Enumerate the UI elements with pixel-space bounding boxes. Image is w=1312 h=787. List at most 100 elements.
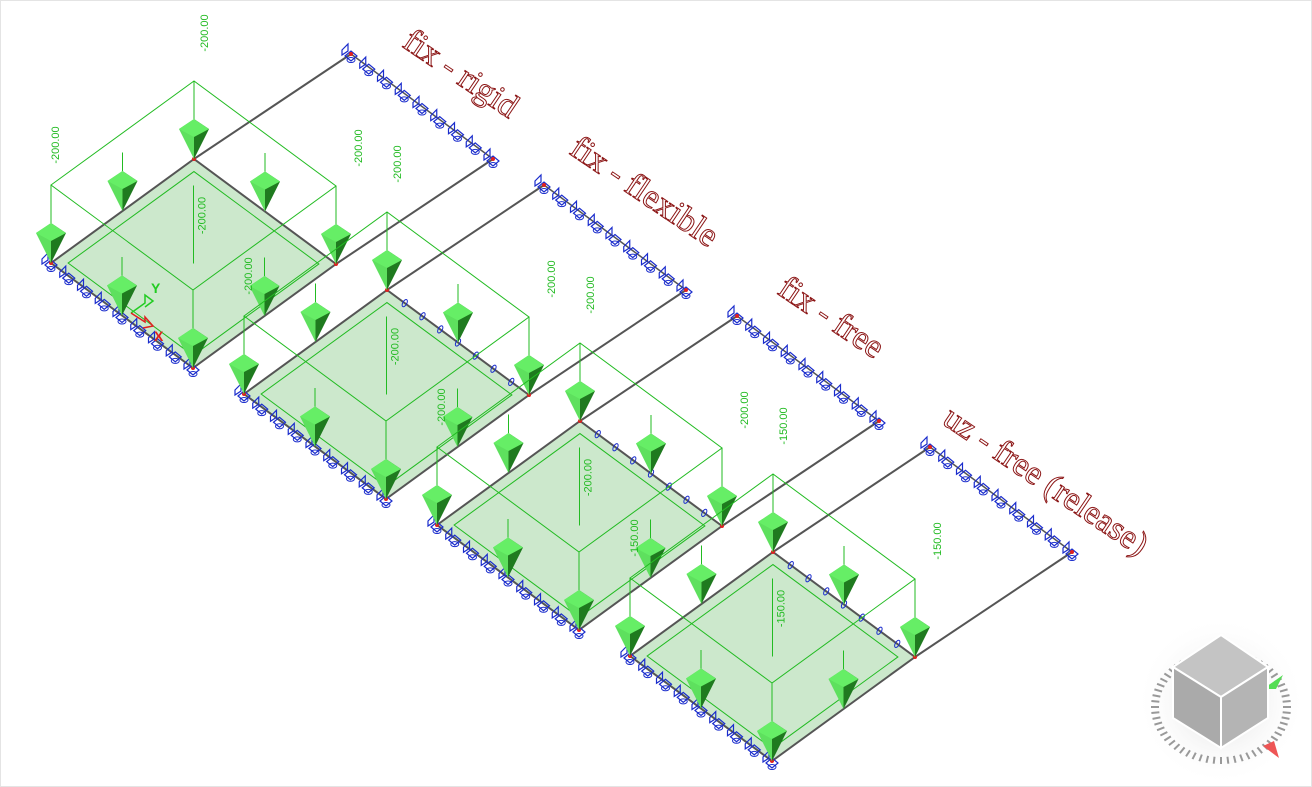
support-icon bbox=[749, 750, 759, 757]
support-icon bbox=[762, 330, 780, 351]
support-icon bbox=[82, 292, 91, 299]
load-value-label: -150.00 bbox=[629, 519, 641, 556]
member-line bbox=[721, 420, 880, 527]
support-icon bbox=[427, 513, 444, 533]
load-arrow-icon bbox=[372, 250, 402, 268]
support-icon bbox=[462, 539, 480, 560]
support-icon bbox=[762, 749, 779, 769]
line-hinge-icon bbox=[612, 443, 619, 452]
member-line bbox=[579, 315, 738, 422]
support-icon bbox=[447, 121, 465, 141]
load-arrow-icon bbox=[757, 721, 787, 739]
support-icon bbox=[1062, 540, 1079, 560]
support-icon bbox=[76, 277, 94, 298]
support-icon bbox=[574, 633, 584, 639]
support-icon bbox=[1049, 541, 1059, 548]
support-icon bbox=[516, 579, 533, 599]
support-icon bbox=[399, 96, 409, 103]
support-icon bbox=[678, 698, 688, 705]
line-hinge-icon bbox=[630, 456, 637, 465]
load-arrow-icon bbox=[493, 433, 524, 451]
support-icon bbox=[381, 502, 391, 508]
support-icon bbox=[920, 435, 937, 455]
load-arrow-icon bbox=[36, 223, 66, 241]
load-arrow-icon bbox=[514, 355, 544, 373]
load-arrow-icon bbox=[707, 486, 737, 504]
support-icon bbox=[41, 251, 58, 271]
support-icon bbox=[638, 657, 655, 677]
support-icon bbox=[575, 214, 584, 221]
support-icon bbox=[117, 318, 127, 325]
support-icon bbox=[269, 408, 287, 429]
line-hinge-icon bbox=[787, 561, 794, 570]
support-icon bbox=[978, 489, 988, 496]
load-arrow-icon bbox=[615, 616, 645, 634]
support-icon bbox=[1026, 514, 1044, 534]
support-icon bbox=[435, 122, 445, 129]
support-icon bbox=[727, 304, 744, 324]
support-icon bbox=[234, 382, 251, 402]
load-value-label: -200.00 bbox=[353, 129, 365, 166]
support-line bbox=[543, 184, 687, 291]
load-arrow-icon bbox=[443, 302, 473, 321]
support-icon bbox=[557, 201, 567, 208]
support-line bbox=[350, 53, 494, 160]
support-icon bbox=[305, 435, 322, 455]
plate-inner-outline bbox=[260, 301, 513, 488]
support-icon bbox=[556, 619, 566, 626]
support-icon bbox=[1014, 515, 1024, 522]
support-icon bbox=[94, 290, 112, 311]
support-icon bbox=[874, 424, 884, 430]
support-icon bbox=[539, 188, 549, 194]
support-icon bbox=[275, 423, 284, 430]
support-icon bbox=[625, 659, 635, 665]
support-icon bbox=[798, 357, 815, 377]
support-icon bbox=[364, 70, 374, 77]
support-icon bbox=[803, 371, 813, 378]
support-icon bbox=[592, 227, 602, 234]
load-case-label: fix - flexible bbox=[564, 129, 726, 255]
support-icon bbox=[483, 147, 500, 167]
support-icon bbox=[533, 592, 551, 612]
load-arrow-icon bbox=[686, 564, 717, 582]
axis-y-label: Y bbox=[151, 280, 161, 296]
support-icon bbox=[569, 618, 586, 638]
support-icon bbox=[605, 226, 622, 246]
node-point bbox=[735, 314, 739, 318]
node-point bbox=[542, 183, 546, 187]
load-arrow-icon bbox=[635, 538, 666, 556]
support-icon bbox=[785, 358, 795, 365]
support-icon bbox=[658, 265, 676, 285]
line-hinge-icon bbox=[683, 495, 690, 504]
load-arrow-icon bbox=[300, 406, 330, 425]
support-icon bbox=[359, 55, 376, 75]
support-line bbox=[736, 315, 880, 422]
support-icon bbox=[468, 554, 477, 561]
support-icon bbox=[732, 319, 742, 325]
support-icon bbox=[412, 95, 429, 115]
support-icon bbox=[432, 528, 442, 534]
support-icon bbox=[445, 526, 462, 546]
support-icon bbox=[453, 135, 462, 142]
support-icon bbox=[610, 240, 620, 247]
load-value-label: -200.00 bbox=[50, 126, 62, 163]
line-hinge-icon bbox=[472, 351, 479, 360]
support-icon bbox=[539, 606, 548, 613]
support-icon bbox=[726, 723, 744, 743]
node-point bbox=[349, 52, 353, 56]
support-icon bbox=[767, 764, 777, 770]
load-arrow-icon bbox=[107, 171, 138, 189]
support-icon bbox=[135, 331, 145, 338]
member-line bbox=[914, 551, 1073, 658]
support-icon bbox=[503, 580, 513, 587]
support-icon bbox=[856, 410, 866, 417]
support-icon bbox=[681, 293, 691, 299]
load-arrow-icon bbox=[321, 224, 351, 242]
axis-x-arrow bbox=[130, 312, 155, 329]
support-icon bbox=[46, 266, 56, 272]
support-icon bbox=[691, 697, 708, 717]
load-arrow-icon bbox=[828, 669, 859, 687]
support-icon bbox=[996, 502, 1006, 509]
